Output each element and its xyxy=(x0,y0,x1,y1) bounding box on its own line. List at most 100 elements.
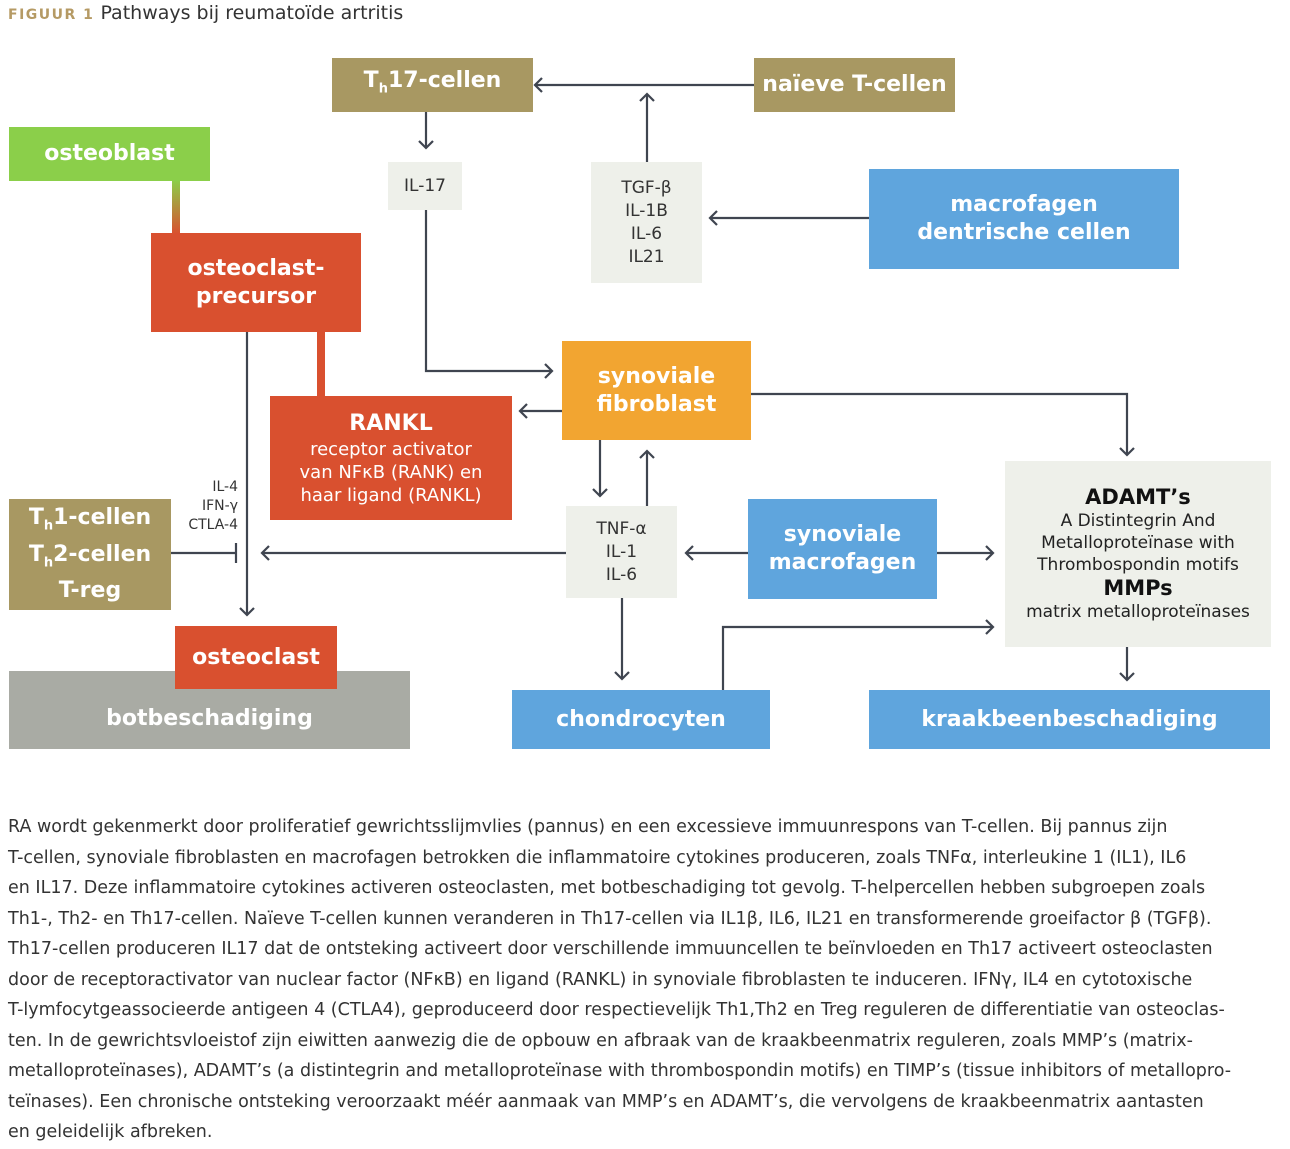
botbeschadiging-box: botbeschadiging xyxy=(9,671,410,749)
arrowhead xyxy=(544,363,554,379)
arrowhead xyxy=(418,140,434,150)
th17-label: 17-cellen xyxy=(387,67,502,93)
th2-prefix: T xyxy=(28,541,44,567)
arrowhead xyxy=(684,545,694,561)
caption-line: T-cellen, synoviale fibroblasten en macr… xyxy=(8,847,1187,868)
arrowhead xyxy=(1119,672,1135,682)
mmps-desc-line: matrix metalloproteïnases xyxy=(1026,602,1250,622)
pathway-diagram: FIGUUR 1 Pathways bij reumatoïde artriti… xyxy=(8,2,1271,749)
treg-label: T-reg xyxy=(58,577,122,603)
tgf-line: TGF-β xyxy=(621,177,672,198)
il17-label: IL-17 xyxy=(404,175,446,196)
dendritic-label: dentrische cellen xyxy=(917,220,1131,245)
arrow-chondro-adamts xyxy=(721,625,993,690)
osteoblast-label: osteoblast xyxy=(44,141,175,166)
fibroblast-line: fibroblast xyxy=(596,391,717,417)
macrofagen-line: synoviale xyxy=(783,522,902,547)
th17-cells-box: Th17-cellen xyxy=(332,58,533,112)
tgf-line: IL-6 xyxy=(630,223,663,244)
rankl-title: RANKL xyxy=(349,410,433,436)
osteoclast-precursor-box: osteoclast- precursor xyxy=(151,233,361,332)
caption-line: Th1-, Th2- en Th17-cellen. Naïeve T-cell… xyxy=(8,908,1212,929)
connector-precursor-rankl xyxy=(317,332,325,396)
rankl-desc-line: haar ligand (RANKL) xyxy=(300,484,482,506)
adamts-title: ADAMT’s xyxy=(1085,485,1191,509)
th2-subscript: h xyxy=(43,554,54,570)
botbeschadiging-label: botbeschadiging xyxy=(106,706,313,731)
inhibitor-labels: IL-4 IFN-γ CTLA-4 xyxy=(150,478,238,535)
caption-line: door de receptoractivator van nuclear fa… xyxy=(8,969,1193,990)
kraakbeen-label: kraakbeenbeschadiging xyxy=(921,706,1218,732)
rankl-desc-line: receptor activator xyxy=(310,438,472,460)
naive-t-cells-box: naïeve T-cellen xyxy=(754,58,955,112)
osteoblast-box: osteoblast xyxy=(9,127,210,181)
chondrocyten-label: chondrocyten xyxy=(556,706,726,732)
arrowhead xyxy=(592,488,608,498)
rankl-desc-line: van NFκB (RANK) en xyxy=(299,461,483,483)
th2-label: 2-cellen xyxy=(53,541,152,567)
tnf-cytokines-box: TNF-α IL-1 IL-6 xyxy=(566,506,677,598)
arrowhead xyxy=(708,210,718,226)
th1-label: 1-cellen xyxy=(53,505,152,531)
arrow-fibroblast-adamts xyxy=(751,392,1129,455)
arrowhead xyxy=(260,545,270,561)
arrowhead xyxy=(1119,447,1135,457)
chondrocyten-box: chondrocyten xyxy=(512,690,770,749)
inhibitor-label: IFN-γ xyxy=(202,498,238,514)
tgf-cytokines-box: TGF-β IL-1B IL-6 IL21 xyxy=(591,162,702,283)
arrowhead xyxy=(518,403,528,419)
arrowhead xyxy=(614,671,630,681)
figure-title: Pathways bij reumatoïde artritis xyxy=(100,2,404,24)
tgf-line: IL21 xyxy=(628,246,665,267)
naive-label: naïeve T-cellen xyxy=(762,72,947,97)
osteoclast-label: osteoclast xyxy=(192,644,320,670)
adamts-mmps-box: ADAMT’s A Distintegrin And Metalloproteï… xyxy=(1005,461,1271,647)
arrowhead xyxy=(239,607,255,617)
adamts-desc-line: A Distintegrin And xyxy=(1060,511,1216,531)
precursor-line: osteoclast- xyxy=(187,255,325,281)
synoviale-fibroblast-box: synoviale fibroblast xyxy=(562,341,751,440)
macrofagen-dendritic-box: macrofagen dentrische cellen xyxy=(869,169,1179,269)
fibroblast-line: synoviale xyxy=(597,363,716,389)
caption-line: ten. In de gewrichtsvloeistof zijn eiwit… xyxy=(8,1030,1193,1051)
rankl-box: RANKL receptor activator van NFκB (RANK)… xyxy=(270,396,512,520)
caption-paragraph: RA wordt gekenmerkt door proliferatief g… xyxy=(8,812,1278,1148)
macrofagen-line: macrofagen xyxy=(768,550,917,575)
connector-osteoblast-precursor xyxy=(172,180,180,234)
tnf-line: TNF-α xyxy=(596,518,647,539)
synoviale-macrofagen-box: synoviale macrofagen xyxy=(748,499,937,599)
precursor-line: precursor xyxy=(195,283,317,309)
caption-line: T-lymfocytgeassocieerde antigeen 4 (CTLA… xyxy=(8,1000,1225,1020)
adamts-desc-line: Metalloproteïnase with xyxy=(1041,533,1235,553)
arrow-il17-fibroblast xyxy=(424,210,552,373)
osteoclast-box: osteoclast xyxy=(175,626,337,689)
th17-subscript: h xyxy=(378,81,388,97)
adamts-desc-line: Thrombospondin motifs xyxy=(1037,555,1239,575)
caption-line: Th17-cellen produceren IL17 dat de ontst… xyxy=(8,939,1213,959)
caption-line: RA wordt gekenmerkt door proliferatief g… xyxy=(8,817,1168,837)
inhibitor-label: CTLA-4 xyxy=(188,517,238,533)
tnf-line: IL-6 xyxy=(605,564,638,585)
figure-caption-title: FIGUUR 1 Pathways bij reumatoïde artriti… xyxy=(8,2,403,24)
macrofagen-label: macrofagen xyxy=(950,192,1098,217)
arrowhead xyxy=(533,77,543,93)
th-cells-box: Th1-cellen Th2-cellen T-reg xyxy=(9,499,171,610)
caption-line: en geleidelijk afbreken. xyxy=(8,1122,213,1142)
arrows-layer xyxy=(171,77,1135,690)
mmps-title: MMPs xyxy=(1103,576,1173,600)
th17-prefix: T xyxy=(363,67,379,93)
figure-label: FIGUUR 1 xyxy=(8,7,95,23)
inhibitor-label: IL-4 xyxy=(212,479,238,495)
caption-line: teïnases). Een chronische ontsteking ver… xyxy=(8,1091,1204,1112)
th1-prefix: T xyxy=(28,505,44,531)
tnf-line: IL-1 xyxy=(605,541,638,562)
arrowhead xyxy=(985,619,995,635)
arrowhead xyxy=(985,545,995,561)
arrowhead xyxy=(639,449,655,459)
il17-box: IL-17 xyxy=(388,162,462,210)
th1-subscript: h xyxy=(43,518,54,534)
caption-line: en IL17. Deze inflammatoire cytokines ac… xyxy=(8,878,1206,898)
arrowhead xyxy=(639,92,655,102)
kraakbeenbeschadiging-box: kraakbeenbeschadiging xyxy=(869,690,1270,749)
caption-line: metalloproteïnases), ADAMT’s (a distinte… xyxy=(8,1061,1232,1081)
